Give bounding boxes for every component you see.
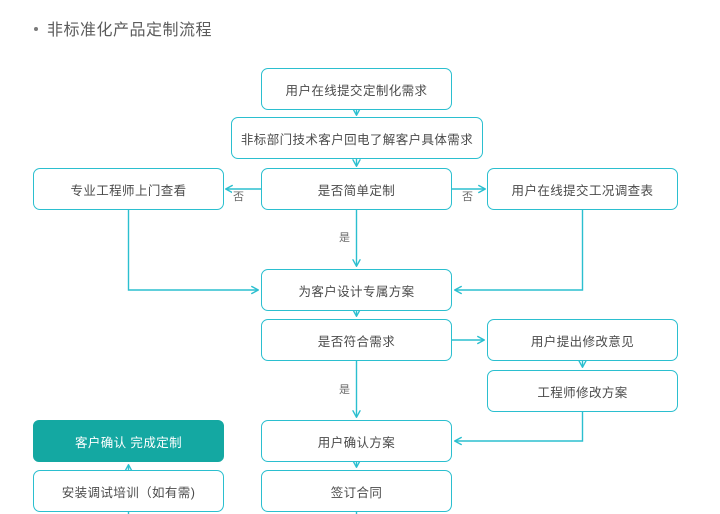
- edge-label-l2: 否: [461, 191, 475, 204]
- flow-node-n2[interactable]: 非标部门技术客户回电了解客户具体需求: [231, 117, 483, 159]
- edge-label-l1: 否: [232, 191, 246, 204]
- edge-label-l4: 是: [338, 384, 352, 397]
- flow-node-label: 是否简单定制: [317, 183, 396, 198]
- flow-node-n1[interactable]: 用户在线提交定制化需求: [261, 68, 452, 110]
- flow-node-label: 非标部门技术客户回电了解客户具体需求: [240, 132, 474, 147]
- flow-node-label: 为客户设计专属方案: [298, 284, 415, 299]
- flow-node-n3[interactable]: 是否简单定制: [261, 168, 452, 210]
- flow-node-n5[interactable]: 用户在线提交工况调查表: [487, 168, 678, 210]
- flow-node-n4[interactable]: 专业工程师上门查看: [33, 168, 224, 210]
- flow-node-n13[interactable]: 安装调试培训（如有需): [33, 470, 224, 512]
- flow-node-n6[interactable]: 为客户设计专属方案: [261, 269, 452, 311]
- flow-node-label: 用户在线提交定制化需求: [285, 83, 428, 98]
- flow-node-n8[interactable]: 用户提出修改意见: [487, 319, 678, 361]
- flow-node-label: 工程师修改方案: [537, 385, 628, 400]
- flow-node-n11[interactable]: 签订合同: [261, 470, 452, 512]
- edge-n4-n6: [127, 210, 260, 295]
- flow-node-label: 用户确认方案: [317, 435, 396, 450]
- flow-node-n7[interactable]: 是否符合需求: [261, 319, 452, 361]
- flow-node-label: 客户确认 完成定制: [74, 435, 183, 450]
- flow-node-label: 是否符合需求: [317, 334, 396, 349]
- flow-node-n12[interactable]: 客户确认 完成定制: [33, 420, 224, 462]
- edge-label-l3: 是: [338, 232, 352, 245]
- flow-node-label: 专业工程师上门查看: [70, 183, 187, 198]
- bullet-icon: [34, 27, 38, 31]
- flow-node-label: 用户在线提交工况调查表: [511, 183, 654, 198]
- page-title: 非标准化产品定制流程: [34, 16, 212, 40]
- flow-node-n9[interactable]: 工程师修改方案: [487, 370, 678, 412]
- flow-node-label: 签订合同: [330, 485, 383, 500]
- flow-node-label: 安装调试培训（如有需): [61, 485, 196, 500]
- flow-node-label: 用户提出修改意见: [530, 334, 635, 349]
- edge-n5-n6: [453, 210, 584, 295]
- flow-node-n10[interactable]: 用户确认方案: [261, 420, 452, 462]
- page-title-text: 非标准化产品定制流程: [47, 22, 213, 39]
- edge-n9-n10: [453, 412, 584, 446]
